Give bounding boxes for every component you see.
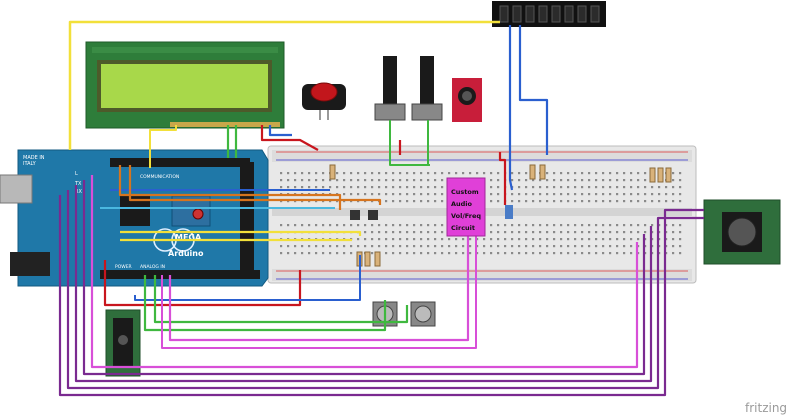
communication-header [110, 158, 250, 167]
tx-label: TX [74, 181, 82, 187]
usb-port [0, 174, 33, 204]
lcd-display [85, 41, 285, 129]
l-led-label: L [75, 171, 78, 177]
wires [58, 20, 704, 397]
analog-header [100, 270, 260, 279]
board-brand: Arduino [168, 249, 204, 258]
tactile-switch-1[interactable] [350, 210, 360, 220]
microphone-module [452, 78, 482, 122]
power-jack [10, 252, 50, 276]
communication-label: COMMUNICATION [140, 174, 179, 180]
circuit-line1: Custom [451, 188, 479, 196]
tactile-switch-2[interactable] [368, 210, 378, 220]
joystick-module[interactable] [703, 199, 781, 265]
custom-audio-circuit-block: Custom Audio Vol/Freq Circuit [446, 177, 486, 237]
capacitor [505, 205, 513, 219]
potentiometer-2[interactable] [411, 56, 443, 121]
arduino-mega-board: MADE IN ITALY Arduino MEGA COMMUNICATION… [0, 149, 269, 287]
made-in-line1: MADE IN [23, 155, 45, 161]
fritzing-watermark: fritzing [745, 401, 787, 415]
digital-header [240, 162, 254, 272]
lcd-pin-header [170, 122, 280, 127]
rx-label: RX [75, 189, 82, 195]
potentiometer-1[interactable] [374, 56, 406, 121]
made-in-line2: ITALY [23, 161, 37, 167]
circuit-line3: Vol/Freq [451, 212, 481, 220]
board-model: MEGA [175, 233, 202, 242]
circuit-line4: Circuit [451, 224, 475, 232]
trim-pot-2[interactable] [410, 301, 436, 327]
lcd-screen [101, 64, 268, 108]
circuit-line2: Audio [451, 200, 473, 208]
reset-button[interactable] [192, 208, 204, 220]
analog-in-label: ANALOG IN [140, 264, 165, 270]
led-bar-graph [492, 1, 606, 27]
dc-barrel-jack [105, 309, 141, 377]
push-button[interactable] [302, 82, 346, 120]
power-label: POWER [115, 264, 132, 270]
